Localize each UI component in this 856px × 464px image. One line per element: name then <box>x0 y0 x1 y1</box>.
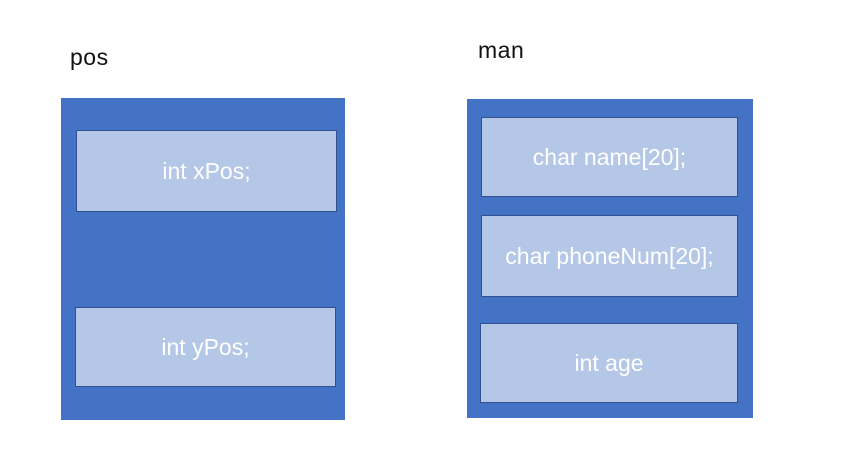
struct-pos-box: int xPos; int yPos; <box>61 98 345 420</box>
field-phonenum-label: char phoneNum[20]; <box>505 242 714 269</box>
struct-man-box: char name[20]; char phoneNum[20]; int ag… <box>467 99 753 418</box>
field-xpos-label: int xPos; <box>162 157 251 184</box>
field-name-box: char name[20]; <box>481 117 738 197</box>
field-age-label: int age <box>574 349 644 376</box>
field-age-box: int age <box>480 323 738 403</box>
field-ypos-label: int yPos; <box>161 333 250 360</box>
struct-man-label: man <box>478 37 525 63</box>
struct-pos-label: pos <box>70 44 109 70</box>
field-ypos-box: int yPos; <box>75 307 336 387</box>
field-xpos-box: int xPos; <box>76 130 337 212</box>
field-name-label: char name[20]; <box>532 143 687 170</box>
field-phonenum-box: char phoneNum[20]; <box>481 215 738 297</box>
